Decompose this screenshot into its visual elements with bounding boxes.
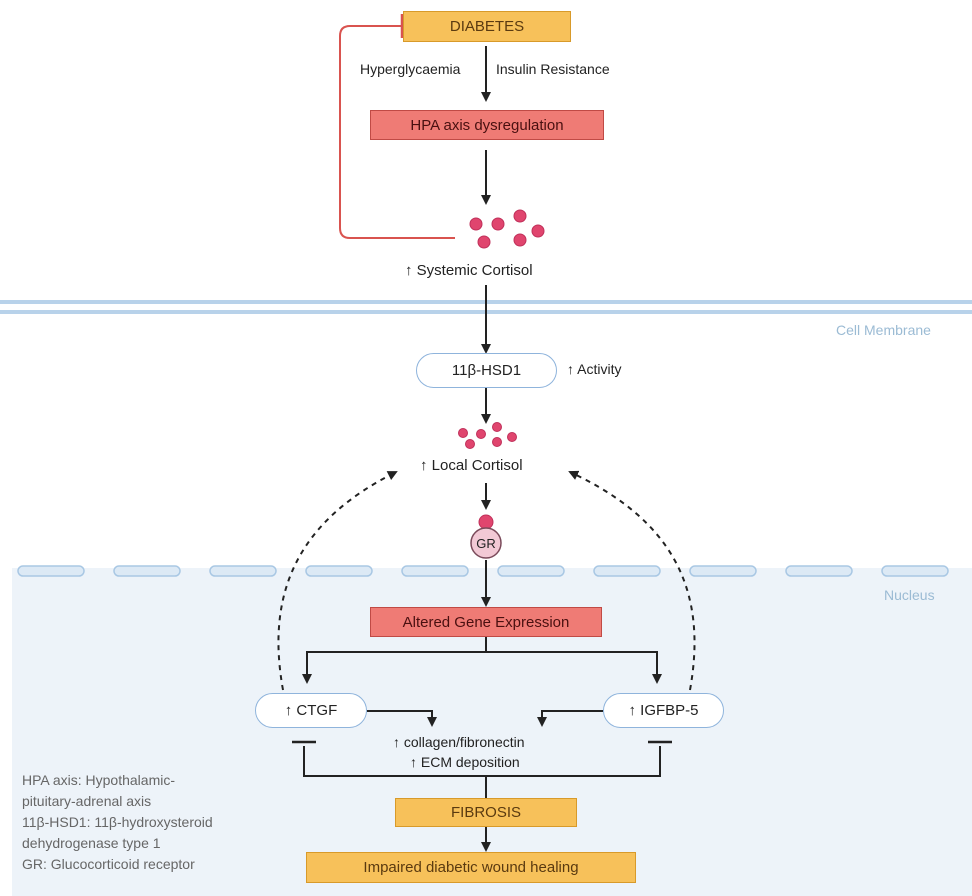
legend-line: dehydrogenase type 1 [22,835,161,851]
insulin-resistance-label: Insulin Resistance [496,61,610,77]
systemic-cortisol-label: ↑ Systemic Cortisol [405,262,533,279]
local-cortisol-molecules [458,422,517,449]
arrow-igfbp5-collagen [537,710,603,727]
ecm-label: ↑ ECM deposition [410,754,520,770]
hsd1-box: 11β-HSD1 [416,353,557,388]
nucleus-label: Nucleus [884,587,935,603]
hpa-dysregulation-box: HPA axis dysregulation [370,110,604,140]
legend-line: HPA axis: Hypothalamic- [22,772,176,788]
gr-receptor-icon [470,527,502,559]
collagen-label: ↑ collagen/fibronectin [393,734,525,750]
systemic-cortisol-molecules [469,209,545,249]
nuclear-envelope [17,565,949,577]
igfbp5-box: ↑ IGFBP-5 [603,693,724,728]
abbreviation-legend: HPA axis: Hypothalamic- pituitary-adrena… [22,770,213,875]
fibrosis-box: FIBROSIS [395,798,577,827]
arrow-ctgf-collagen [367,710,437,727]
local-cortisol-label: ↑ Local Cortisol [420,457,523,474]
dashed-ctgf-local [277,471,398,691]
diabetes-box: DIABETES [403,11,571,42]
inhibition-bracket [303,746,661,777]
ctgf-box: ↑ CTGF [255,693,367,728]
activity-label: ↑ Activity [567,361,622,377]
arrow-gene-igfbp5 [486,651,662,684]
dashed-igfbp5-local [568,470,696,691]
gene-expression-box: Altered Gene Expression [370,607,602,637]
feedback-inhibition-line [339,25,455,239]
hyperglycaemia-label: Hyperglycaemia [360,61,461,77]
gr-label: GR [476,535,496,551]
gr-ligand-icon [478,514,494,530]
legend-line: GR: Glucocorticoid receptor [22,856,195,872]
arrow-gene-ctgf [302,636,487,684]
cell-membrane-label: Cell Membrane [836,322,931,338]
wound-healing-box: Impaired diabetic wound healing [306,852,636,883]
legend-line: 11β-HSD1: 11β-hydroxysteroid [22,814,213,830]
legend-line: pituitary-adrenal axis [22,793,152,809]
